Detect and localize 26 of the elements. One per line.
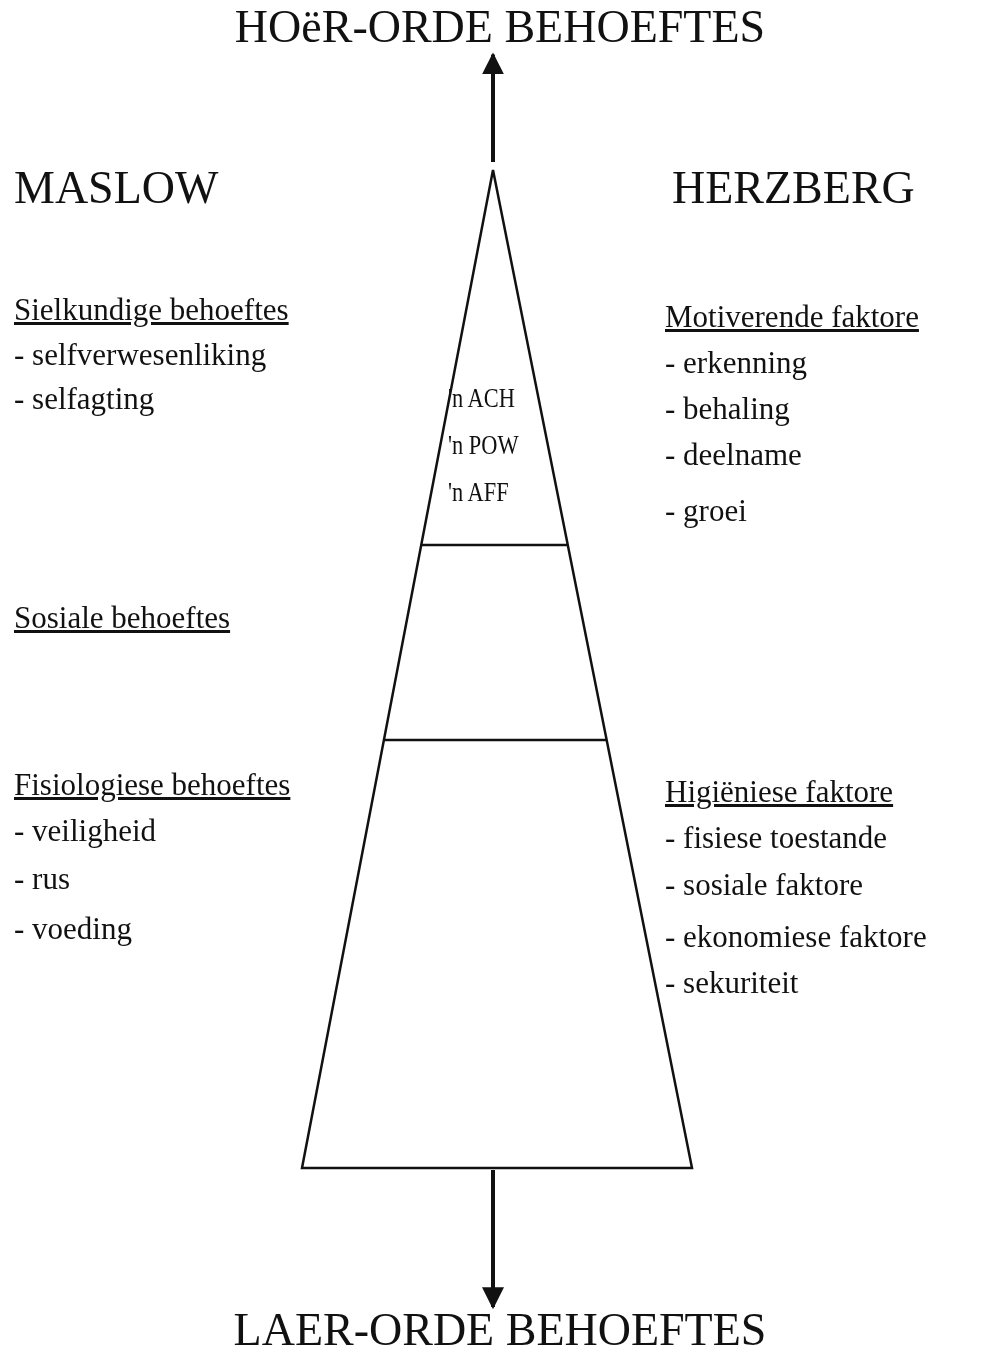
list-item: - erkenning	[665, 345, 808, 381]
list-item: - voeding	[14, 911, 132, 947]
pyramid-label: 'n POW	[448, 429, 519, 461]
group-heading: HERZBERG	[672, 162, 915, 215]
level-heading: HOëR-ORDE BEHOEFTES	[130, 2, 870, 53]
level-heading: LAER-ORDE BEHOEFTES	[130, 1305, 870, 1356]
list-item: - ekonomiese faktore	[665, 919, 927, 955]
list-item: - sekuriteit	[665, 965, 799, 1001]
list-item: - sosiale faktore	[665, 867, 863, 903]
category-heading: Sielkundige behoeftes	[14, 292, 289, 328]
list-item: - rus	[14, 861, 70, 897]
category-heading: Sosiale behoeftes	[14, 600, 231, 636]
list-item: - fisiese toestande	[665, 820, 888, 856]
group-heading: MASLOW	[14, 162, 219, 215]
list-item: - behaling	[665, 391, 790, 427]
list-item: - deelname	[665, 437, 802, 473]
list-item: - groei	[665, 493, 747, 529]
arrow	[482, 52, 504, 162]
arrow	[482, 1170, 504, 1310]
list-item: - selfagting	[14, 381, 155, 417]
list-item: - selfverwesenliking	[14, 337, 267, 373]
category-heading: Fisiologiese behoeftes	[14, 767, 291, 803]
category-heading: Motiverende faktore	[665, 299, 919, 335]
list-item: - veiligheid	[14, 813, 157, 849]
pyramid-label: 'n AFF	[448, 476, 509, 508]
category-heading: Higiëniese faktore	[665, 774, 894, 810]
